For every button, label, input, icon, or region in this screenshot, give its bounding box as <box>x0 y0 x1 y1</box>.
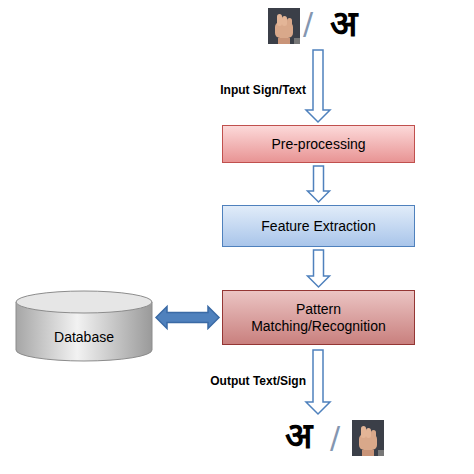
cylinder-outline <box>15 290 153 362</box>
box-label: Pattern Matching/Recognition <box>244 301 394 335</box>
block-arrow <box>156 307 219 329</box>
devanagari-letter: अ <box>285 414 313 457</box>
hand-sign-icon <box>268 8 300 44</box>
block-arrow <box>308 250 330 287</box>
input-arrow <box>306 50 330 122</box>
devanagari-letter: अ <box>330 2 358 45</box>
flow-label: Input Sign/Text <box>220 83 306 97</box>
box-label: Feature Extraction <box>261 218 375 235</box>
box-label: Pre-processing <box>271 136 365 153</box>
output-arrow <box>306 350 330 414</box>
box-label: Database <box>54 329 114 346</box>
block-arrow <box>308 166 330 202</box>
separator-slash: / <box>303 6 313 42</box>
separator-slash: / <box>330 420 340 456</box>
process-box: Feature Extraction <box>222 205 415 247</box>
process-box: Pre-processing <box>222 125 415 163</box>
cylinder-top <box>16 291 152 313</box>
flow-label: Output Text/Sign <box>210 374 306 388</box>
process-box: Pattern Matching/Recognition <box>222 290 415 345</box>
hand-sign-icon <box>352 420 384 456</box>
database-cylinder: Database <box>15 290 153 362</box>
